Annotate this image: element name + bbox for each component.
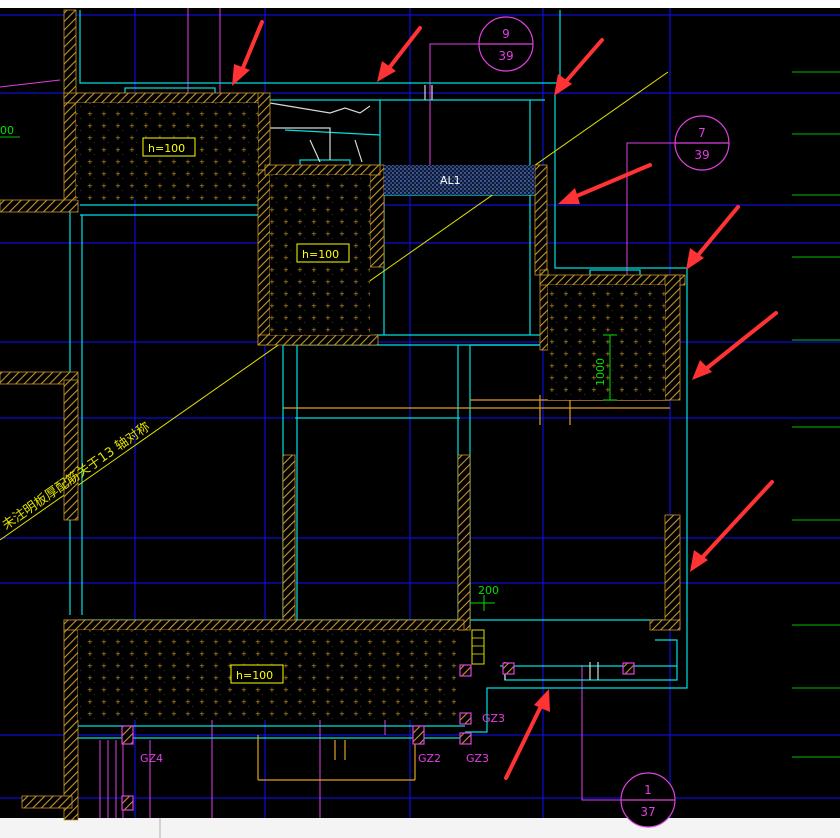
green-edge-lines (0, 71, 840, 758)
slab-areas (76, 103, 665, 720)
slab-label: h=100 (302, 248, 339, 261)
top-margin (0, 0, 840, 8)
dimension-label-vertical: 1000 (594, 358, 607, 386)
column-label: GZ3 (482, 712, 505, 725)
arrow-icon (558, 163, 652, 204)
arrow-icon (377, 26, 422, 82)
callout-bottom: 39 (694, 148, 709, 162)
arrow-icon (690, 480, 774, 572)
detail-callout-1-37: 1 37 (620, 772, 676, 828)
slab-label-group-2: h=100 (296, 243, 350, 263)
arrow-icon (686, 205, 740, 270)
slab-label: h=100 (148, 142, 185, 155)
callout-top: 9 (502, 27, 510, 41)
callout-bottom: 37 (640, 805, 655, 819)
arrow-icon (554, 38, 604, 96)
edge-dimension-text: 00 (0, 124, 14, 137)
brick-column (471, 629, 485, 665)
hatched-walls (0, 9, 686, 821)
bottom-margin (0, 818, 840, 838)
arrow-icon (692, 311, 778, 380)
beam-label: AL1 (440, 174, 461, 187)
slab-label-group-1: h=100 (142, 137, 196, 157)
arrow-icon (232, 20, 264, 86)
column-label: GZ3 (466, 752, 489, 765)
brick-lines (472, 637, 484, 655)
column-markers (121, 662, 635, 811)
callout-top: 1 (644, 783, 652, 797)
detail-callout-7-39: 7 39 (674, 115, 730, 171)
column-label: GZ4 (140, 752, 163, 765)
callout-top: 7 (698, 126, 706, 140)
dimension-label: 200 (478, 584, 499, 597)
column-label: GZ2 (418, 752, 441, 765)
dimension-200 (470, 595, 495, 611)
slab-label: h=100 (236, 669, 273, 682)
annotation-arrows (232, 20, 778, 780)
dimension-1000 (603, 334, 617, 401)
slab-label-group-3: h=100 (230, 664, 284, 684)
beam-al1 (384, 165, 535, 195)
callout-bottom: 39 (498, 49, 513, 63)
arrow-icon (504, 689, 550, 780)
detail-callout-9-39: 9 39 (478, 16, 534, 72)
